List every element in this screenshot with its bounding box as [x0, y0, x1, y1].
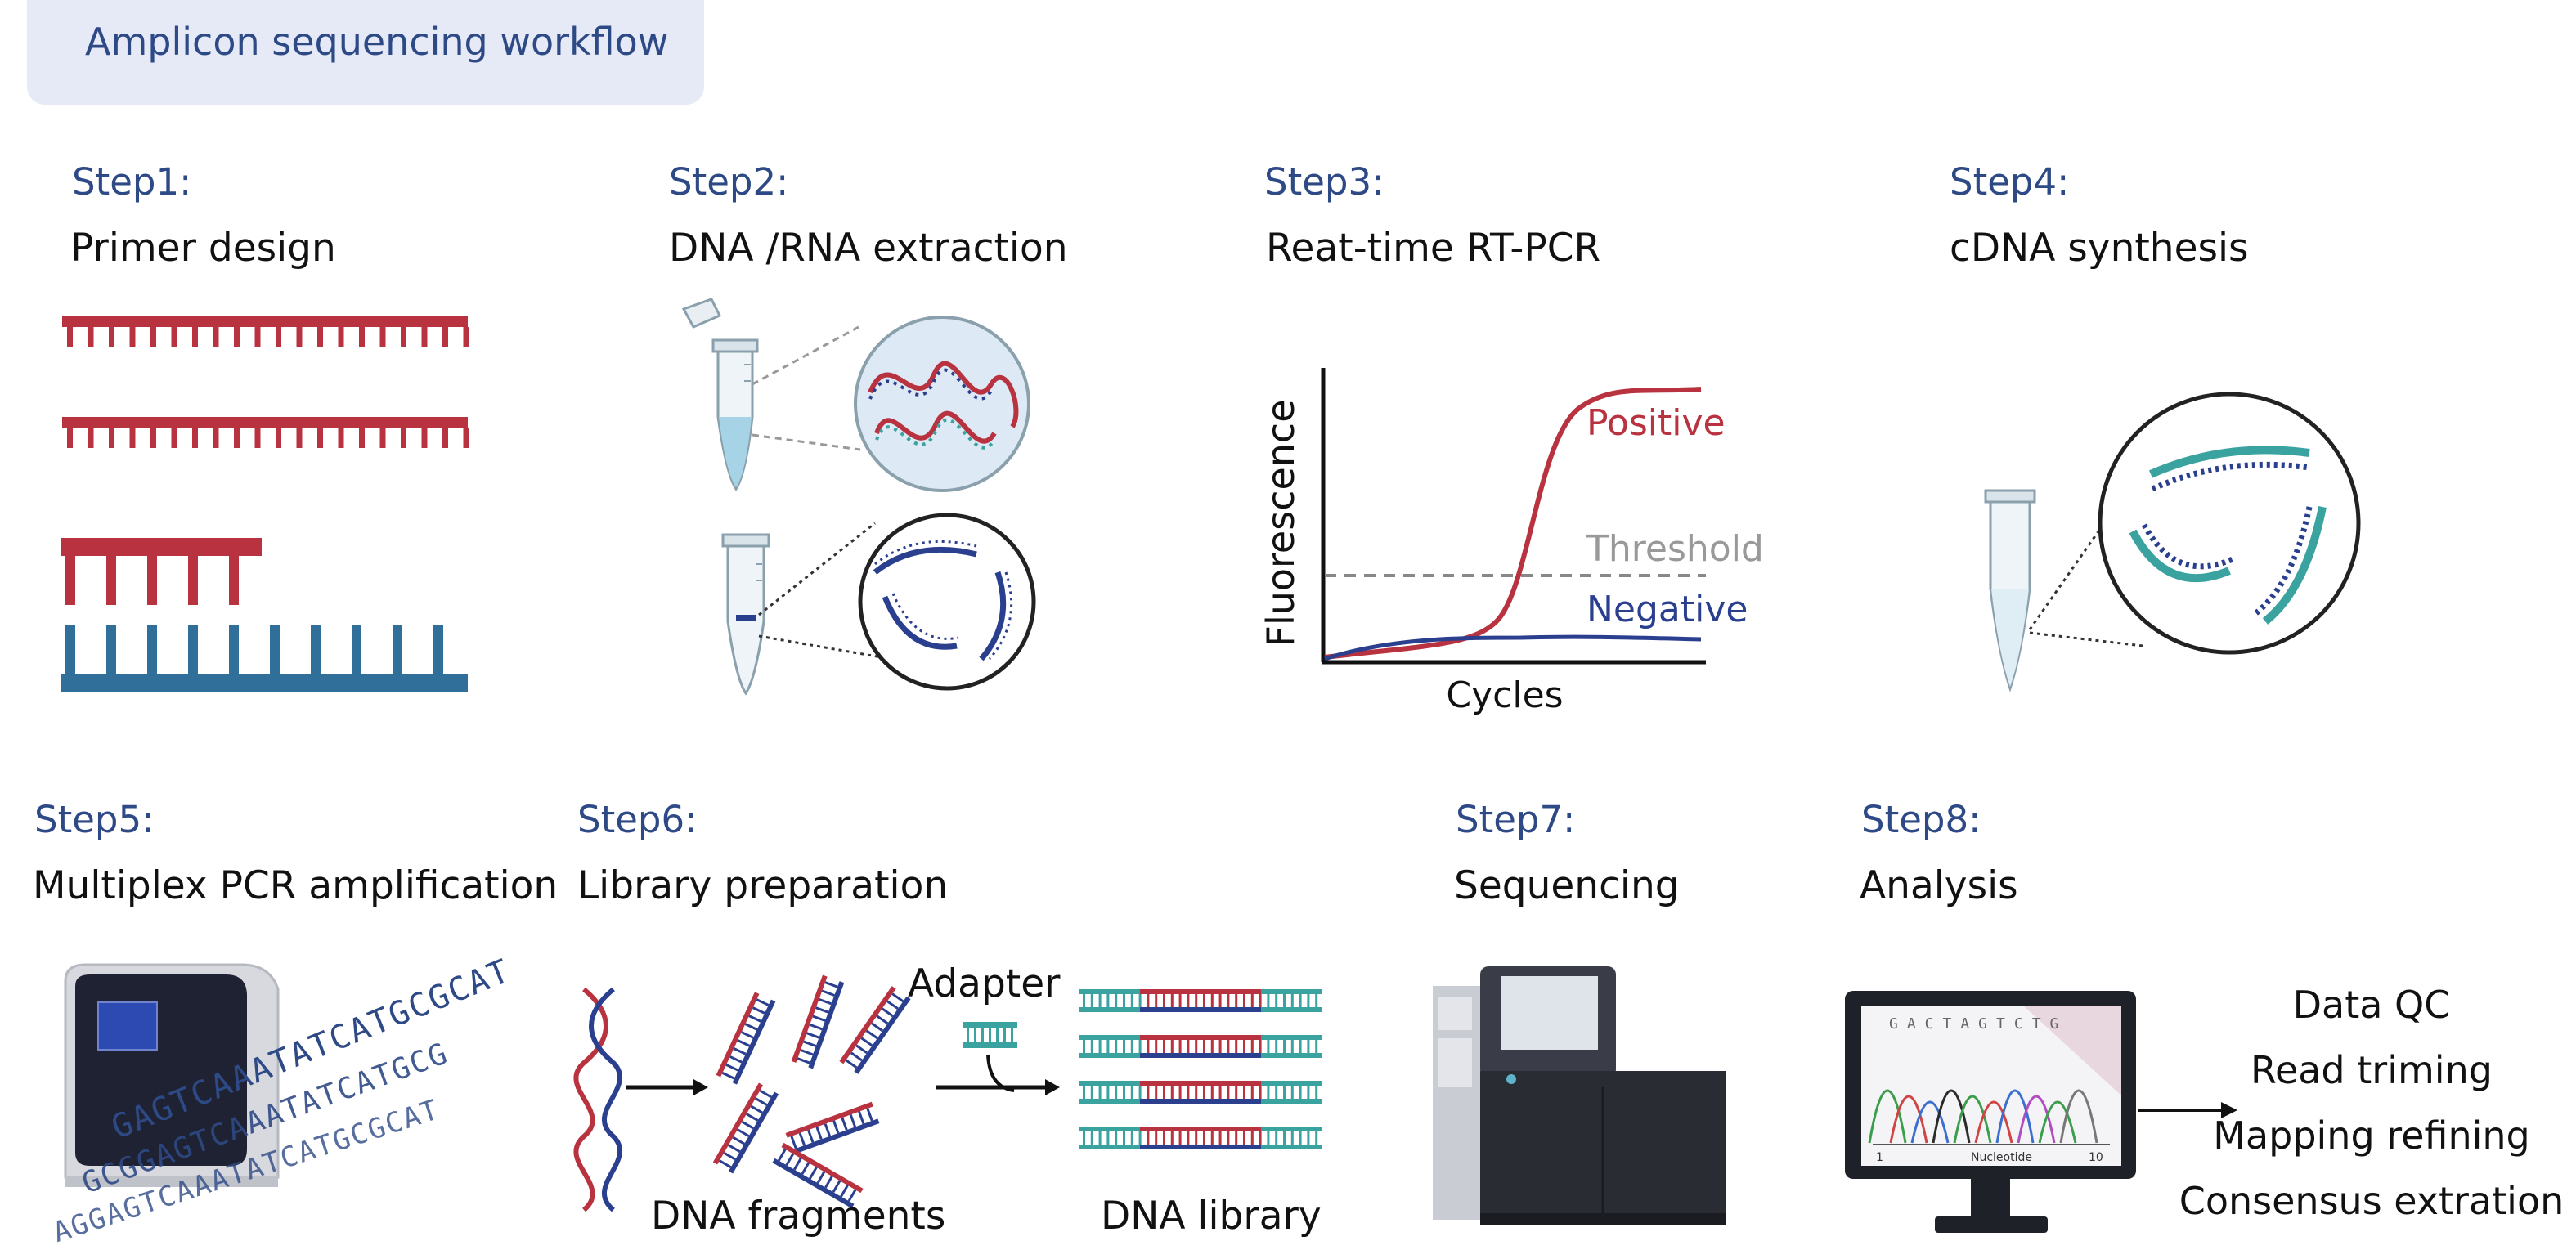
step7-label: Step7:: [1456, 798, 1576, 841]
chromatogram-peaks: [1868, 1089, 2098, 1144]
step1-label: Step1:: [72, 160, 192, 204]
positive-curve: [1324, 387, 1702, 660]
sequencer-illustration: [1433, 966, 1726, 1225]
step3-title: Reat-time RT-PCR: [1266, 226, 1601, 271]
nucleotide-axis-label: Nucleotide: [1971, 1151, 2032, 1164]
dna-library-label: DNA library: [1101, 1194, 1322, 1239]
analysis-step-1: Data QC: [2292, 983, 2451, 1027]
library-prep-illustration: [573, 974, 1322, 1212]
step8-label: Step8:: [1861, 798, 1981, 841]
step8-title: Analysis: [1860, 863, 2018, 908]
arrow-to-analysis: [2138, 1102, 2237, 1118]
genomic-dna-helix: [573, 987, 622, 1212]
negative-curve: [1324, 634, 1702, 661]
step2-label: Step2:: [669, 160, 789, 204]
adapter-label: Adapter: [908, 961, 1061, 1006]
dna-zoom-circle: [858, 513, 1036, 691]
step5-title: Multiplex PCR amplification: [33, 863, 559, 908]
title-banner: [27, 0, 704, 105]
adapter-illustration: [963, 1022, 1017, 1048]
negative-label: Negative: [1586, 589, 1748, 630]
primer-strand-1: [62, 316, 469, 347]
sequencer-machine: [1433, 966, 1726, 1225]
primer-strand-2: [62, 417, 469, 448]
template-strand: [61, 625, 468, 692]
step4-label: Step4:: [1950, 160, 2070, 204]
cdna-zoom-circle: [2098, 392, 2361, 655]
tube-cdna: [1984, 489, 2036, 692]
dna-library: [1079, 989, 1322, 1149]
step3-label: Step3:: [1264, 160, 1384, 204]
monitor: GACTAGTCTG 1 Nucleotide 10: [1845, 991, 2136, 1233]
positive-label: Positive: [1586, 402, 1726, 444]
qpcr-plot: Fluorescence Cycles Positive Threshold N…: [1259, 368, 1764, 716]
thermocycler: [64, 963, 280, 1187]
pcr-machine-illustration: [64, 963, 280, 1187]
y-axis-label: Fluorescence: [1259, 399, 1303, 647]
analysis-step-2: Read triming: [2251, 1048, 2493, 1092]
machine-screen: [97, 1001, 158, 1051]
step7-title: Sequencing: [1454, 863, 1680, 908]
threshold-label: Threshold: [1586, 528, 1764, 570]
step2-title: DNA /RNA extraction: [669, 226, 1068, 271]
nucleotide-axis-start: 1: [1876, 1151, 1883, 1164]
step4-title: cDNA synthesis: [1950, 226, 2249, 271]
primer-annealed-strand: [61, 538, 262, 605]
nucleotide-axis-end: 10: [2089, 1151, 2103, 1164]
primer-design-illustration: [61, 316, 469, 692]
analysis-step-4: Consensus extration: [2179, 1179, 2565, 1223]
step6-label: Step6:: [577, 798, 698, 841]
sequencer-screen: [1501, 976, 1598, 1050]
analysis-step-3: Mapping refining: [2213, 1113, 2530, 1158]
tube-rna: [681, 298, 759, 491]
step6-title: Library preparation: [577, 863, 949, 908]
cdna-illustration: [1984, 392, 2361, 692]
base-calls: GACTAGTCTG: [1889, 1015, 2067, 1033]
dna-fragments: [712, 974, 911, 1209]
x-axis-label: Cycles: [1446, 674, 1563, 716]
rna-zoom-circle: [854, 316, 1030, 492]
step5-label: Step5:: [34, 798, 155, 841]
extraction-illustration: [681, 298, 1036, 696]
analysis-monitor-illustration: GACTAGTCTG 1 Nucleotide 10: [1845, 991, 2136, 1233]
dna-fragments-label: DNA fragments: [651, 1194, 946, 1239]
step1-title: Primer design: [70, 226, 336, 271]
page-title: Amplicon sequencing workflow: [85, 20, 669, 64]
